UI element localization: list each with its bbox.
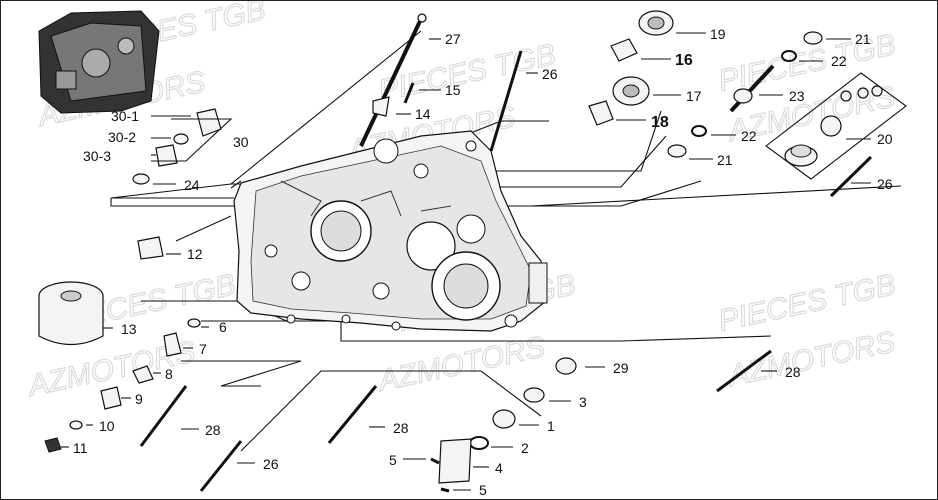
label-23: 23 — [789, 88, 805, 104]
label-26-right: 26 — [877, 176, 893, 192]
label-2: 2 — [521, 440, 529, 456]
label-22-top: 22 — [831, 53, 847, 69]
label-1: 1 — [547, 418, 555, 434]
label-24: 24 — [184, 177, 200, 193]
crankcase-half — [233, 130, 548, 332]
label-5-upper: 5 — [389, 452, 397, 468]
label-5-lower: 5 — [479, 482, 487, 498]
lower-parts — [139, 349, 772, 493]
label-26-bottom: 26 — [263, 456, 279, 472]
label-8: 8 — [165, 366, 173, 382]
label-3: 3 — [579, 394, 587, 410]
label-30-2: 30-2 — [108, 129, 136, 145]
label-7: 7 — [199, 341, 207, 357]
watermark-text-11: PIECES TGB — [716, 268, 899, 338]
label-30: 30 — [233, 134, 249, 150]
label-10: 10 — [99, 418, 115, 434]
oil-pump-subassembly-box — [765, 72, 907, 180]
label-17: 17 — [686, 88, 702, 104]
label-28-right: 28 — [785, 364, 801, 380]
label-22-mid: 22 — [741, 128, 757, 144]
label-30-3: 30-3 — [83, 148, 111, 164]
label-26-top: 26 — [542, 66, 558, 82]
label-21-top: 21 — [855, 31, 871, 47]
label-19: 19 — [710, 26, 726, 42]
upper-parts — [359, 10, 873, 198]
label-27: 27 — [445, 31, 461, 47]
label-18: 18 — [651, 114, 669, 131]
watermark-text-12: AZMOTORS — [724, 325, 899, 393]
label-28-left: 28 — [205, 422, 221, 438]
label-21-mid: 21 — [717, 152, 733, 168]
label-4: 4 — [495, 460, 503, 476]
label-15: 15 — [445, 82, 461, 98]
label-9: 9 — [135, 391, 143, 407]
label-29: 29 — [613, 360, 629, 376]
label-28-mid: 28 — [393, 420, 409, 436]
callout-labels: 27 19 16 26 15 21 22 17 23 14 18 22 20 2… — [73, 26, 893, 498]
label-13: 13 — [121, 321, 137, 337]
label-16: 16 — [675, 52, 693, 69]
label-6: 6 — [219, 319, 227, 335]
label-12: 12 — [187, 246, 203, 262]
left-parts — [38, 108, 233, 453]
label-30-1: 30-1 — [111, 108, 139, 124]
engine-thumbnail — [38, 10, 160, 114]
label-20: 20 — [877, 131, 893, 147]
leader-lines — [61, 32, 871, 491]
label-14: 14 — [415, 106, 431, 122]
label-11: 11 — [73, 440, 88, 456]
